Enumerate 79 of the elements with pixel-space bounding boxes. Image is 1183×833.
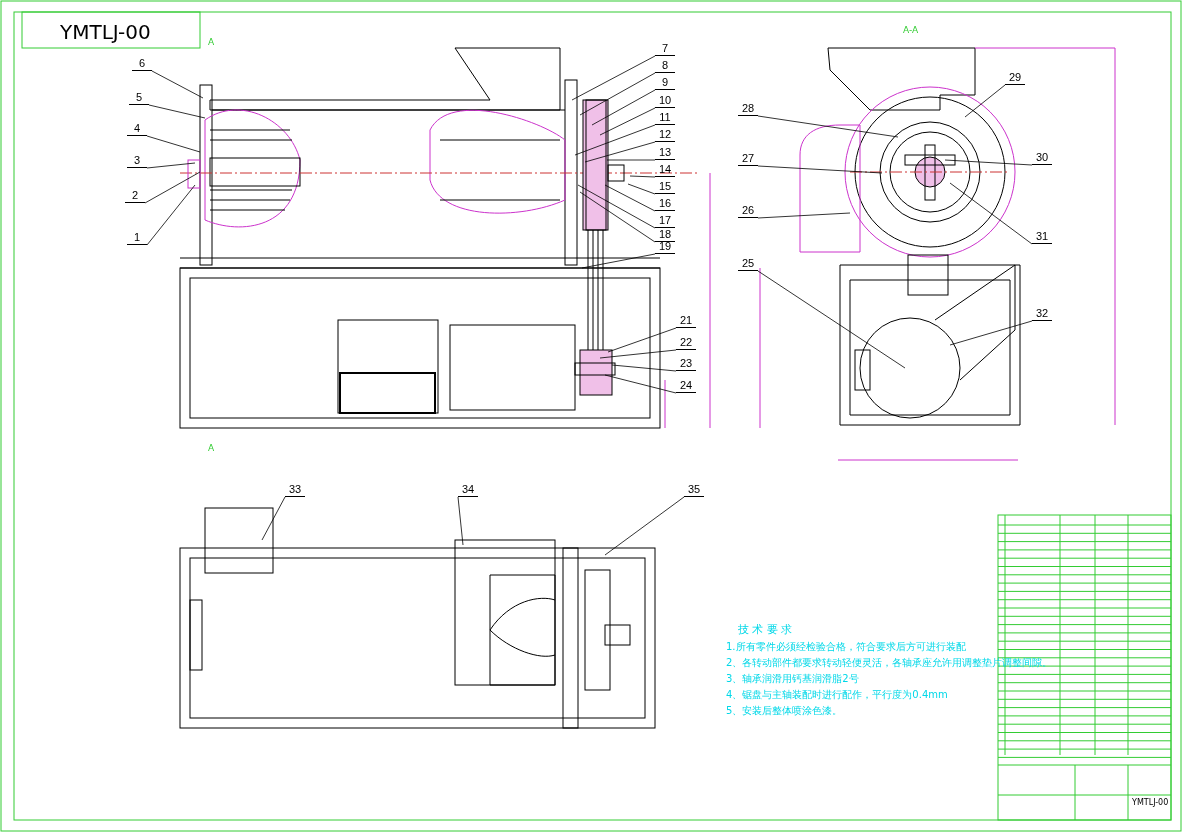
callout-number: 27 [738,152,758,166]
callout-number: 18 [655,228,675,242]
leader-line [606,159,656,161]
section-view-title: A-A [903,25,919,35]
leader-line [757,212,851,219]
requirement-note: 2、各转动部件都要求转动轻便灵活，各轴承座允许用调整垫片调整间隙。 [726,656,1053,670]
callout-number: 21 [676,314,696,328]
requirement-note: 1.所有零件必须经检验合格，符合要求后方可进行装配 [726,640,966,654]
leader-line [581,253,656,269]
callout-number: 12 [655,128,675,142]
leader-line [599,107,656,136]
callout-number: 35 [684,483,704,497]
callout-number: 6 [132,57,152,71]
leader-line [577,184,656,229]
leader-line [604,184,656,212]
callout-number: 3 [127,154,147,168]
requirement-note: 3、轴承润滑用钙基润滑脂2号 [726,672,859,686]
leader-line [944,159,1033,166]
callout-number: 9 [655,76,675,90]
callout-number: 4 [127,122,147,136]
callout-number: 5 [129,91,149,105]
callout-number: 30 [1032,151,1052,165]
leader-line [457,496,464,546]
callout-number: 31 [1032,230,1052,244]
drawing-number: YMTLJ-00 [60,20,151,44]
requirements-heading: 技 术 要 求 [738,622,793,637]
leader-line [146,162,196,169]
callout-number: 25 [738,257,758,271]
leader-line [571,55,656,101]
leader-line [261,496,286,541]
leader-line [579,191,656,243]
leader-line [757,165,883,174]
leader-line [146,184,196,246]
leader-line [949,320,1033,346]
callout-number: 23 [676,357,696,371]
callout-number: 24 [676,379,696,393]
leader-line [964,84,1006,118]
leader-line [144,171,201,204]
leader-line [629,175,656,178]
section-mark: A [208,37,215,47]
callout-number: 19 [655,240,675,254]
callout-number: 32 [1032,307,1052,321]
callout-number: 22 [676,336,696,350]
callout-number: 2 [125,189,145,203]
leader-line [949,182,1033,245]
leader-line [604,374,677,394]
leader-line [627,183,656,195]
callout-number: 28 [738,102,758,116]
requirement-note: 5、安装后整体喷涂色漆。 [726,704,843,718]
section-mark: A [208,443,215,453]
leader-line [757,270,906,369]
callout-number: 29 [1005,71,1025,85]
callout-number: 15 [655,180,675,194]
leader-line [146,135,201,153]
leader-line [148,104,206,119]
callout-number: 16 [655,197,675,211]
callout-number: 8 [655,59,675,73]
leader-line [584,141,656,163]
leader-line [574,124,656,156]
callout-number: 13 [655,146,675,160]
leader-line [151,70,204,99]
callout-number: 7 [655,42,675,56]
drawing-number: YMTLJ-00 [1132,798,1169,807]
leader-line [607,327,677,353]
requirement-note: 4、锯盘与主轴装配时进行配作，平行度为0.4mm [726,688,948,702]
leader-line [611,364,677,372]
leader-line [579,72,656,116]
callout-number: 10 [655,94,675,108]
callout-number: 1 [127,231,147,245]
callout-number: 11 [655,111,675,125]
leader-line [591,89,656,126]
callout-number: 26 [738,204,758,218]
leader-line [604,496,685,556]
callout-number: 34 [458,483,478,497]
callout-number: 14 [655,163,675,177]
callout-number: 33 [285,483,305,497]
leader-line [757,115,899,138]
leader-line [599,349,677,359]
callout-number: 17 [655,214,675,228]
